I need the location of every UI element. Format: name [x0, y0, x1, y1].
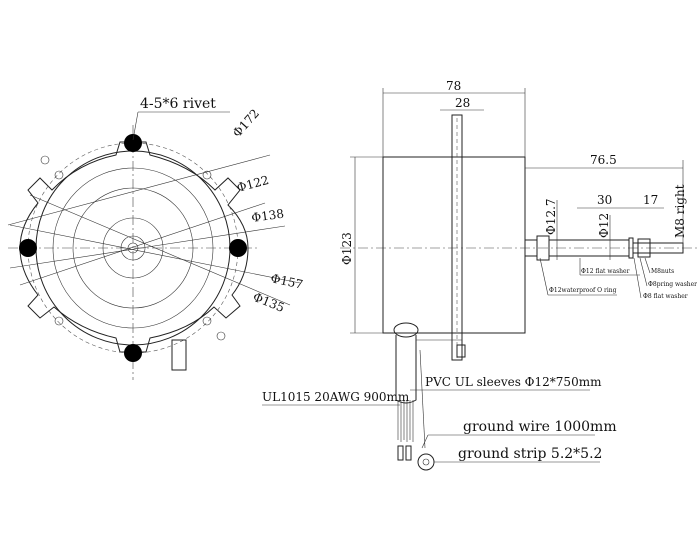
dim-thread: M8 right [673, 184, 687, 238]
mount-hole [202, 170, 212, 180]
ground-screw [456, 344, 466, 358]
dim-d172: Φ172 [230, 106, 262, 140]
rivet [124, 344, 142, 362]
dim-d122: Φ122 [235, 173, 270, 195]
leader-157 [9, 224, 301, 284]
hub-circle [102, 217, 164, 279]
leader [639, 257, 648, 287]
cable-boss [171, 339, 187, 371]
dim-78: 78 [446, 79, 461, 93]
ground-lead [419, 349, 426, 449]
dim-28: 28 [455, 96, 470, 110]
terminal [405, 445, 412, 461]
side-view: 78 28 76.5 Φ123 Φ12.7 Φ12 30 17 M8 right… [262, 79, 698, 471]
inner-circle [52, 167, 214, 329]
front-view: 4-5*6 rivet Φ172 Φ122 Φ138 Φ157 Φ135 [7, 96, 304, 380]
dim-17: 17 [643, 193, 658, 207]
lead-wires [397, 400, 414, 442]
dim-d135: Φ135 [251, 290, 287, 315]
ground-strip-label: ground strip 5.2*5.2 [458, 446, 602, 462]
dim-76-5: 76.5 [590, 153, 617, 167]
mount-hole [40, 155, 50, 165]
ground-ring-terminal [417, 453, 435, 471]
shaft [127, 242, 139, 254]
ground-ring-hole [422, 458, 430, 466]
mount-hole [54, 170, 64, 180]
leader-138 [9, 225, 286, 269]
leader [539, 257, 549, 296]
leader [633, 257, 642, 299]
dim-d12-7: Φ12.7 [544, 198, 558, 235]
flange-outline [19, 141, 249, 353]
dim-30: 30 [597, 193, 612, 207]
threaded-end [632, 242, 684, 254]
leader-135 [29, 194, 291, 306]
cable-gland [393, 322, 419, 338]
dim-d123: Φ123 [340, 232, 354, 265]
terminal [397, 445, 404, 461]
part-o-ring: Φ12waterproof O ring [549, 287, 617, 294]
leader-122 [19, 202, 266, 286]
leader [644, 257, 651, 274]
motor-body [382, 156, 526, 334]
mounting-flange [451, 114, 463, 361]
part-flat-washer-12: Φ12 flat washer [581, 268, 630, 275]
dim-d12: Φ12 [597, 213, 611, 238]
dim-d138: Φ138 [250, 207, 284, 225]
dim-d157: Φ157 [269, 271, 304, 292]
inner-circle-2 [72, 187, 194, 309]
rivet [124, 134, 142, 152]
pvc-sleeve [395, 335, 417, 404]
part-flat-washer-8: Φ8 flat washer [643, 293, 688, 300]
leader-172 [7, 154, 271, 226]
rivet-label: 4-5*6 rivet [140, 96, 216, 112]
mount-hole [202, 316, 212, 326]
shaft-boss [120, 235, 146, 261]
mount-hole [216, 331, 226, 341]
rivet [19, 239, 37, 257]
rivet [229, 239, 247, 257]
nut [637, 238, 651, 258]
lead-wire-label: UL1015 20AWG 900mm [262, 390, 410, 404]
mount-hole [54, 316, 64, 326]
rivet-leader [132, 111, 139, 141]
part-spring-washer: Φ8pring washer [648, 281, 697, 288]
ground-wire-label: ground wire 1000mm [463, 419, 617, 435]
sleeve-label: PVC UL sleeves Φ12*750mm [425, 375, 602, 389]
part-nuts: M8nuts [651, 268, 674, 275]
leader [421, 434, 429, 449]
